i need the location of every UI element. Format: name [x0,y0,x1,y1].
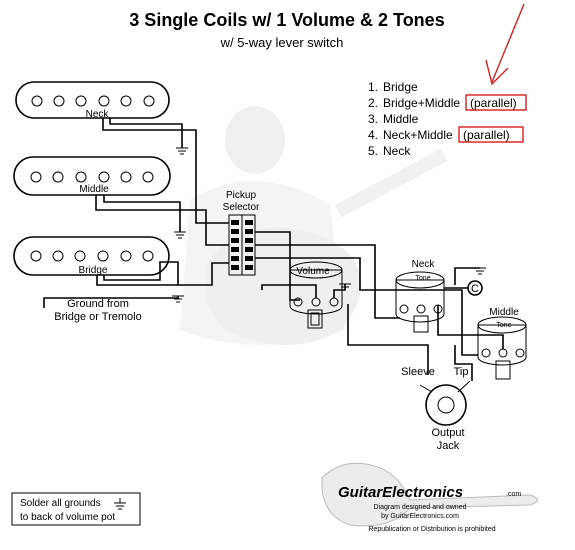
neck-tone-label-line2: Tone [415,275,430,282]
position-2-highlight-box [465,94,527,111]
brand-rights: Republication or Distribution is prohibi… [368,526,495,533]
switch-position-list: 1. Bridge 2. Bridge+Middle (parallel) 3.… [368,80,527,158]
volume-pot: Volume [289,261,343,329]
tone-link-wire [437,305,504,349]
bridge-pickup-label: Bridge [79,265,108,276]
ground-label-line2: Bridge or Tremolo [54,311,141,323]
position-4-highlight-box [458,126,524,143]
middle-tone-pot: Middle Tone [477,307,527,380]
bridge-pickup: Bridge [13,236,170,276]
jack-label-line1: Output [431,427,464,439]
selector-label-line1: Pickup [226,190,256,201]
page-subtitle: w/ 5-way lever switch [220,35,344,50]
output-jack [419,380,471,426]
position-1-text: Bridge [383,80,418,94]
brand-suffix: .com [506,491,521,498]
position-4-text: Neck+Middle [383,128,453,142]
brand-designed: Diagram designed and owned [373,504,466,511]
ground-symbol-icon [174,231,186,239]
position-5-text: Neck [383,144,411,158]
neck-pickup: Neck [15,81,170,120]
volume-pot-label: Volume [296,266,330,277]
pickup-selector-switch [228,214,256,276]
position-2-num: 2. [368,96,378,110]
background-watermark [180,106,448,345]
neck-tone-pot: Neck Tone [395,259,445,333]
note-line2: to back of volume pot [20,512,115,523]
ground-symbol-icon [114,498,126,510]
volume-output-wire [261,284,317,298]
position-1-num: 1. [368,80,378,94]
jack-tip-wire [454,345,473,381]
middle-tone-label-line2: Tone [496,322,511,329]
tremolo-ground-wire [43,296,179,308]
brand-by: by GuitarElectronics.com [381,513,459,520]
position-2-note: (parallel) [470,96,517,110]
page-title: 3 Single Coils w/ 1 Volume & 2 Tones [129,10,444,30]
neck-tone-label-line1: Neck [412,259,436,270]
svg-text:C: C [471,283,479,295]
brand-name: GuitarElectronics [338,484,463,501]
neck-pickup-label: Neck [86,109,110,120]
middle-pickup: Middle [13,156,171,196]
ground-label-line1: Ground from [67,298,129,310]
ground-symbol-icon [474,267,486,275]
volume-to-jack-wire [347,304,429,375]
middle-pickup-label: Middle [79,184,109,195]
position-5-num: 5. [368,144,378,158]
jack-label-line2: Jack [437,440,460,452]
selector-label-line2: Selector [223,202,260,213]
position-4-note: (parallel) [463,128,510,142]
position-2-text: Bridge+Middle [383,96,460,110]
guitarelectronics-logo: GuitarElectronics .com Diagram designed … [321,462,538,533]
ground-symbol-icon [339,283,351,288]
capacitor-icon: C [467,280,483,296]
selector-wires [255,231,478,356]
note-line1: Solder all grounds [20,498,101,509]
ground-symbol-icon [176,147,188,155]
neck-tone-ground-wire [454,267,480,285]
pickup-wires [95,118,229,286]
jack-tip-label: Tip [454,366,469,378]
position-3-num: 3. [368,112,378,126]
ground-note-box: Solder all grounds to back of volume pot [11,492,141,526]
red-arrow-icon [485,3,525,86]
position-4-num: 4. [368,128,378,142]
middle-tone-label-line1: Middle [489,307,519,318]
jack-sleeve-label: Sleeve [401,366,435,378]
position-3-text: Middle [383,112,419,126]
